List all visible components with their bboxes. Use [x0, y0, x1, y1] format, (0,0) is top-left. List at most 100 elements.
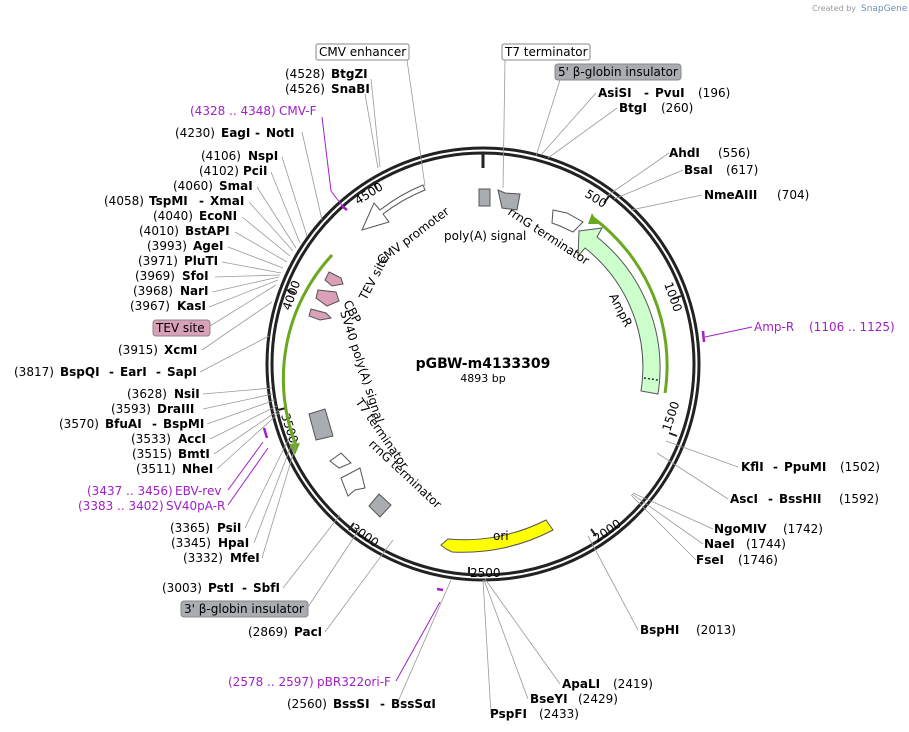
right-sites: AsiSI - PvuI (196) BtgI (260) AhdI (556)… — [490, 86, 880, 721]
polya-signal-box — [478, 188, 491, 207]
site-name: KasI — [177, 299, 206, 313]
site-name: NarI — [180, 284, 209, 298]
site-name: AscI — [730, 492, 758, 506]
site-pos: (3993) — [147, 239, 187, 253]
credit-brand: SnapGene — [861, 4, 908, 14]
site-sep: - — [380, 697, 385, 711]
site-pos: (3511) — [136, 462, 176, 476]
site-sep: - — [255, 126, 260, 140]
site-name: EarI — [120, 365, 147, 379]
primer-lines — [227, 116, 753, 682]
site-pos: (2419) — [613, 677, 653, 691]
site-pos: (1744) — [746, 537, 786, 551]
site-pos: (196) — [698, 86, 730, 100]
tev-site-top-box — [324, 271, 344, 287]
site-name: BsaI — [684, 163, 713, 177]
site-pos: (704) — [777, 188, 809, 202]
site-name: NmeAIII — [704, 188, 757, 202]
site-pos: (4526) — [285, 82, 325, 96]
primer-ebv-rev-range: (3437 .. 3456) — [87, 484, 173, 498]
plasmid-size: 4893 bp — [460, 372, 505, 385]
site-name: BmtI — [178, 447, 210, 461]
site-pos: (2560) — [287, 697, 327, 711]
site-pos: (3971) — [138, 254, 178, 268]
tick-marks — [277, 181, 682, 575]
site-name: BspMI — [163, 417, 204, 431]
site-pos: (3969) — [135, 269, 175, 283]
site-name: XmaI — [210, 194, 244, 208]
site-pos: (617) — [726, 163, 758, 177]
rrng-terminator-top-box — [497, 189, 521, 211]
site-sep: - — [773, 460, 778, 474]
site-sep: - — [242, 581, 247, 595]
site-pos: (2433) — [539, 707, 579, 721]
site-name: NsiI — [174, 387, 200, 401]
leader-lines — [199, 59, 739, 715]
site-name: PluTI — [184, 254, 218, 268]
site-sep: - — [768, 492, 773, 506]
t7-arrow-small — [329, 452, 352, 469]
site-name: PvuI — [655, 86, 685, 100]
site-pos: (3365) — [170, 521, 210, 535]
cmv-enhancer-box — [315, 43, 410, 61]
site-pos: (2429) — [578, 692, 618, 706]
site-name: BtgZI — [331, 67, 368, 81]
tick-1000: 1000 — [661, 280, 685, 313]
site-name: TspMI — [149, 194, 188, 208]
ori-label: ori — [493, 529, 509, 543]
site-pos: (3003) — [162, 581, 202, 595]
cmv-enhancer-label: CMV enhancer — [319, 45, 406, 59]
site-name: BssHII — [779, 492, 821, 506]
site-pos: (3332) — [183, 551, 223, 565]
site-pos: (2869) — [248, 625, 288, 639]
site-name: BspHI — [640, 623, 679, 637]
site-name: PsiI — [217, 521, 241, 535]
primer-sv40pa-r-range: (3383 .. 3402) — [78, 499, 164, 513]
site-name: AccI — [178, 432, 206, 446]
site-pos: (4106) — [201, 149, 241, 163]
site-name: AhdI — [669, 146, 700, 160]
site-name: NspI — [248, 149, 278, 163]
site-pos: (2013) — [696, 623, 736, 637]
cmv-promoter-arrow — [361, 184, 426, 231]
primer-pbr322ori-f-name: pBR322ori-F — [317, 675, 391, 689]
site-sep: - — [644, 86, 649, 100]
site-name: BssSI — [333, 697, 370, 711]
site-pos: (1742) — [783, 522, 823, 536]
green-arc-right-head — [588, 213, 598, 224]
site-pos: (260) — [661, 101, 693, 115]
site-sep: - — [152, 417, 157, 431]
site-name: EcoNI — [199, 209, 237, 223]
site-pos: (556) — [718, 146, 750, 160]
site-pos: (3533) — [131, 432, 171, 446]
site-name: BtgI — [619, 101, 647, 115]
site-name: SapI — [167, 365, 197, 379]
primer-ebv-rev-name: EBV-rev — [175, 484, 221, 498]
polya-signal-label: poly(A) signal — [444, 229, 526, 243]
site-pos: (3628) — [127, 387, 167, 401]
site-name: EagI — [221, 126, 250, 140]
green-arc-right — [591, 215, 669, 394]
site-name: PspFI — [490, 707, 527, 721]
tev-site-side-label: TEV site — [155, 321, 205, 335]
site-pos: (3968) — [133, 284, 173, 298]
site-name: PciI — [243, 164, 268, 178]
ampr-arrow — [577, 227, 661, 395]
site-pos: (3515) — [132, 447, 172, 461]
rrng-terminator-top-arrow — [551, 209, 584, 233]
site-pos: (4230) — [175, 126, 215, 140]
ori-arrow — [440, 519, 554, 553]
site-pos: (4040) — [153, 209, 193, 223]
primer-pbr322ori-f-range: (2578 .. 2597) — [228, 675, 314, 689]
primer-amp-r-name: Amp-R — [754, 320, 794, 334]
site-name: SnaBI — [331, 82, 370, 96]
tev-site-side-box — [152, 319, 211, 337]
site-name: ApaLI — [562, 677, 600, 691]
site-sep: - — [109, 365, 114, 379]
site-name: PstI — [208, 581, 234, 595]
beta-globin-5-label: 5' β-globin insulator — [558, 65, 678, 79]
site-name: AsiSI — [598, 86, 632, 100]
beta-globin-3-box — [180, 600, 309, 618]
site-pos: (1746) — [738, 553, 778, 567]
